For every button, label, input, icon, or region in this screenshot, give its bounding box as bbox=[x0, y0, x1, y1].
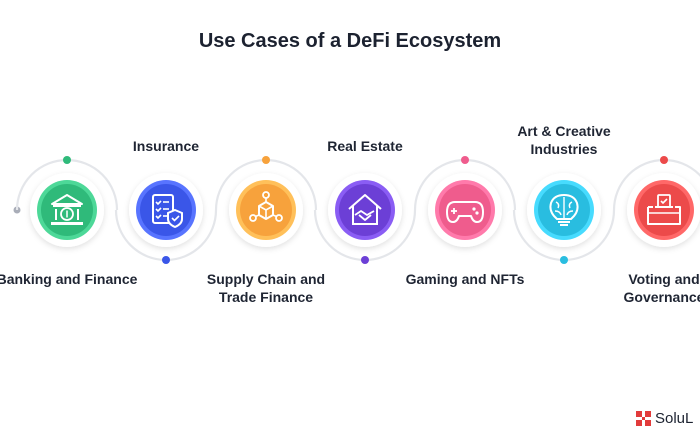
ballot-box-icon bbox=[647, 194, 681, 225]
flow-marker-dot bbox=[63, 156, 71, 164]
node-badge bbox=[339, 184, 391, 236]
use-case-label: Gaming and NFTs bbox=[405, 271, 525, 287]
use-case-node bbox=[30, 173, 104, 247]
use-case-node bbox=[129, 173, 203, 247]
supply-chain-box-icon bbox=[249, 191, 283, 222]
use-case-node bbox=[428, 173, 502, 247]
brand-logo: SoluL bbox=[636, 410, 693, 427]
brand-mark-icon bbox=[636, 411, 651, 426]
flow-marker-dot bbox=[361, 256, 369, 264]
page-title: Use Cases of a DeFi Ecosystem bbox=[198, 30, 502, 52]
real-estate-handshake-icon bbox=[348, 194, 382, 225]
flow-marker-dot bbox=[660, 156, 668, 164]
use-case-node bbox=[328, 173, 402, 247]
use-case-label: Voting and Governance bbox=[623, 271, 700, 305]
use-case-label: Art & Creative Industries bbox=[517, 123, 611, 157]
bank-icon bbox=[51, 194, 83, 225]
brand-name: SoluL bbox=[655, 410, 694, 427]
flow-marker-dot bbox=[262, 156, 270, 164]
use-case-node bbox=[627, 173, 700, 247]
node-badge bbox=[439, 184, 491, 236]
use-case-label: Real Estate bbox=[327, 138, 403, 154]
game-controller-icon bbox=[446, 201, 484, 223]
use-case-label: Banking and Finance bbox=[0, 271, 138, 287]
use-case-label: Supply Chain and Trade Finance bbox=[206, 271, 326, 305]
policy-checklist-icon bbox=[152, 194, 183, 229]
flow-marker-dot bbox=[162, 256, 170, 264]
node-badge bbox=[41, 184, 93, 236]
use-case-node bbox=[229, 173, 303, 247]
flow-marker-dot bbox=[560, 256, 568, 264]
node-badge bbox=[638, 184, 690, 236]
flow-marker-dot bbox=[461, 156, 469, 164]
creative-brain-bulb-icon bbox=[549, 194, 579, 226]
use-case-label: Insurance bbox=[132, 138, 200, 154]
use-case-node bbox=[527, 173, 601, 247]
node-badge bbox=[140, 184, 192, 236]
